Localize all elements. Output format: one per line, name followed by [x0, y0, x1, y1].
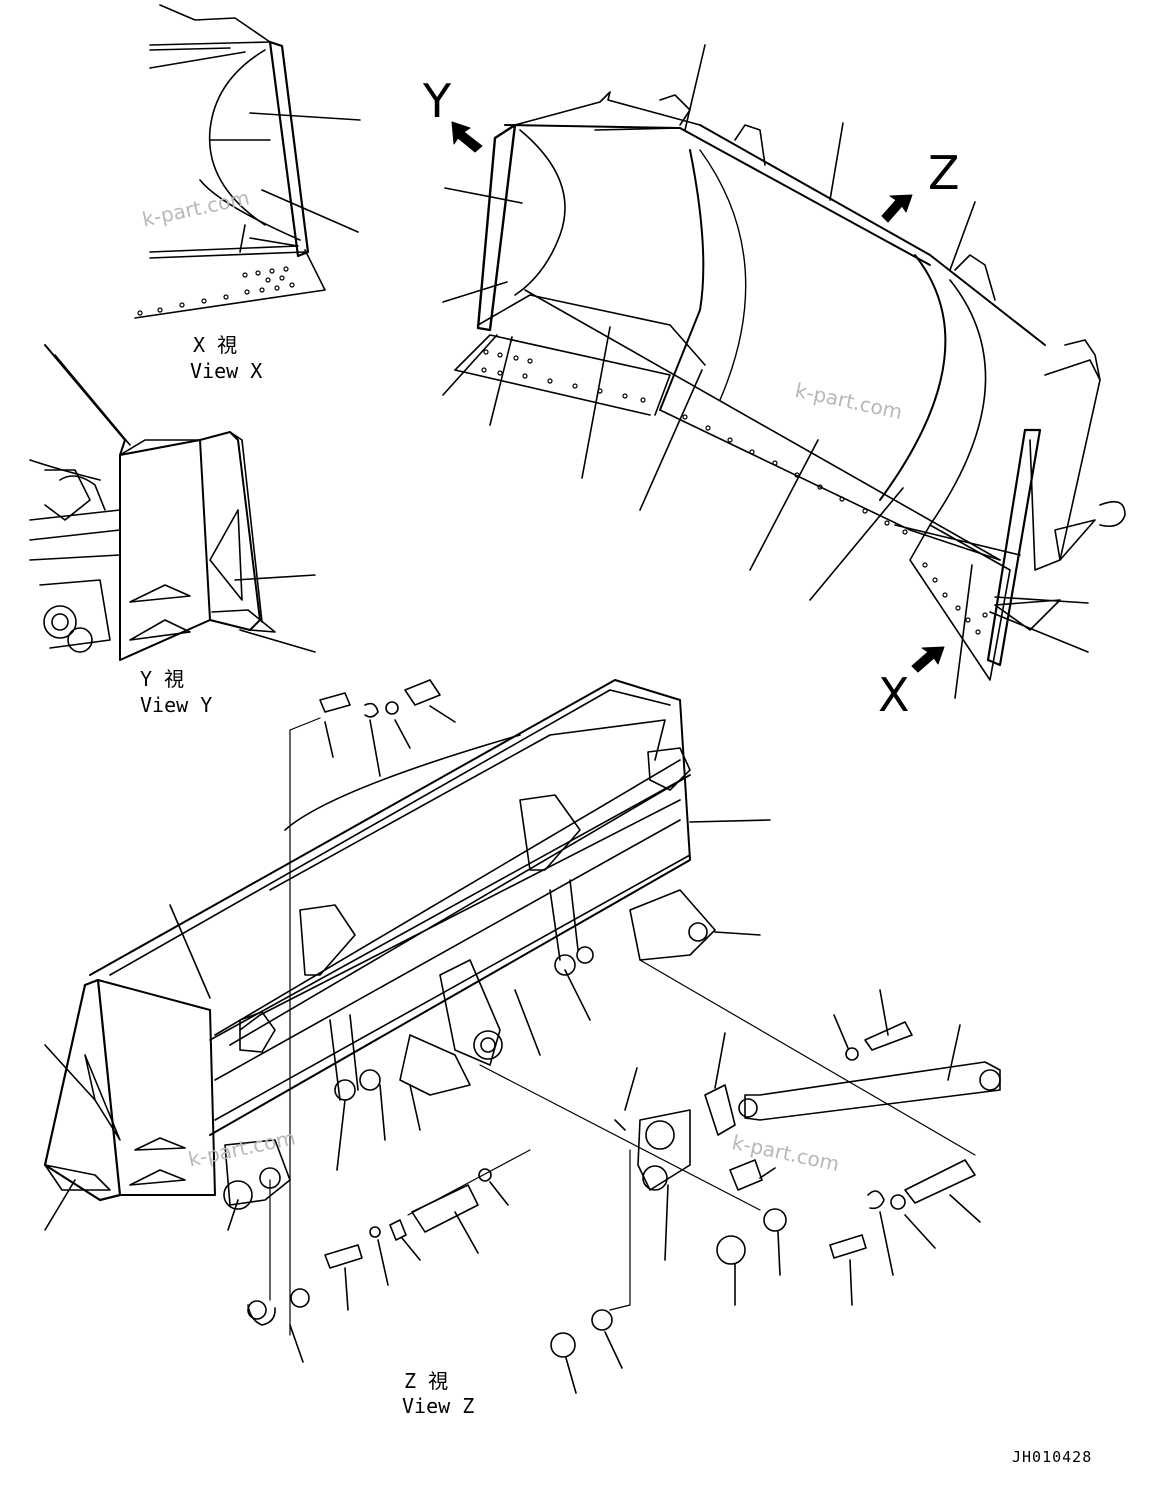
arrow-label-x: X — [878, 668, 910, 722]
arrow-label-y: Y — [423, 74, 452, 128]
view-z-label-en: View Z — [402, 1394, 475, 1418]
bolt-holes-blade — [481, 349, 988, 635]
view-y-inset — [29, 344, 316, 661]
view-x-label-jp: X 視 — [193, 333, 238, 357]
view-z-assembly — [43, 679, 1001, 1394]
view-y-label-jp: Y 視 — [140, 667, 185, 691]
view-x-label-en: View X — [190, 359, 263, 383]
arrow-x-icon — [911, 646, 945, 673]
bolt-holes-x — [137, 266, 295, 316]
view-x-inset — [134, 4, 361, 319]
arrow-y-icon — [451, 121, 483, 153]
arrow-z-icon — [881, 194, 913, 223]
drawing-code: JH010428 — [1012, 1448, 1093, 1466]
main-blade — [442, 44, 1126, 699]
view-y-label-en: View Y — [140, 693, 213, 717]
view-z-label-jp: Z 視 — [404, 1369, 449, 1393]
arrow-label-z: Z — [928, 146, 960, 200]
pin-upper-left — [319, 679, 456, 777]
